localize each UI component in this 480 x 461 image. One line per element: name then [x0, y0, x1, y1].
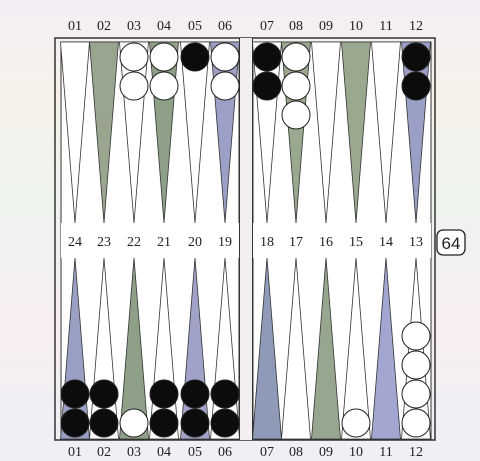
middle-number: 13 — [409, 235, 423, 250]
middle-band — [61, 223, 239, 258]
black-checker[interactable] — [150, 409, 178, 437]
white-checker[interactable] — [402, 351, 430, 379]
top-number: 04 — [157, 19, 171, 34]
middle-number: 17 — [289, 235, 303, 250]
bottom-number: 08 — [289, 445, 303, 460]
black-checker[interactable] — [402, 72, 430, 100]
bottom-number: 06 — [218, 445, 232, 460]
white-checker[interactable] — [211, 72, 239, 100]
black-checker[interactable] — [150, 380, 178, 408]
black-checker[interactable] — [211, 380, 239, 408]
black-checker[interactable] — [90, 409, 118, 437]
black-checker[interactable] — [181, 409, 209, 437]
white-checker[interactable] — [120, 409, 148, 437]
white-checker[interactable] — [211, 43, 239, 71]
top-number: 08 — [289, 19, 303, 34]
bottom-number: 03 — [127, 445, 141, 460]
middle-number: 16 — [319, 235, 333, 250]
bottom-number: 02 — [97, 445, 111, 460]
top-number: 09 — [319, 19, 333, 34]
top-number: 03 — [127, 19, 141, 34]
middle-number: 23 — [97, 235, 111, 250]
black-checker[interactable] — [253, 43, 281, 71]
white-checker[interactable] — [282, 72, 310, 100]
white-checker[interactable] — [402, 409, 430, 437]
white-checker[interactable] — [282, 101, 310, 129]
middle-number: 20 — [188, 235, 202, 250]
white-checker[interactable] — [150, 72, 178, 100]
bottom-number: 04 — [157, 445, 171, 460]
top-number: 06 — [218, 19, 232, 34]
top-number: 01 — [68, 19, 82, 34]
middle-number: 24 — [68, 235, 82, 250]
center-bar — [240, 38, 252, 440]
bottom-number: 12 — [409, 445, 423, 460]
bottom-number: 01 — [68, 445, 82, 460]
doubling-cube[interactable]: 64 — [437, 230, 465, 255]
black-checker[interactable] — [181, 380, 209, 408]
black-checker[interactable] — [61, 380, 89, 408]
bottom-number: 05 — [188, 445, 202, 460]
top-number: 11 — [379, 19, 392, 34]
middle-number: 18 — [260, 235, 274, 250]
black-checker[interactable] — [181, 43, 209, 71]
bottom-number: 07 — [260, 445, 274, 460]
top-numbers-row: 01 02 03 04 05 06 07 08 09 10 11 12 — [68, 19, 423, 34]
white-checker[interactable] — [120, 43, 148, 71]
top-number: 05 — [188, 19, 202, 34]
white-checker[interactable] — [342, 409, 370, 437]
white-checker[interactable] — [282, 43, 310, 71]
top-number: 12 — [409, 19, 423, 34]
middle-band — [253, 223, 431, 258]
top-number: 07 — [260, 19, 274, 34]
white-checker[interactable] — [402, 380, 430, 408]
top-number: 10 — [349, 19, 363, 34]
black-checker[interactable] — [211, 409, 239, 437]
black-checker[interactable] — [402, 43, 430, 71]
bottom-number: 09 — [319, 445, 333, 460]
black-checker[interactable] — [253, 72, 281, 100]
top-number: 02 — [97, 19, 111, 34]
bottom-number: 11 — [379, 445, 392, 460]
bottom-numbers-row: 01 02 03 04 05 06 07 08 09 10 11 12 — [68, 445, 423, 460]
middle-number: 21 — [157, 235, 171, 250]
middle-number: 15 — [349, 235, 363, 250]
middle-number: 19 — [218, 235, 232, 250]
black-checker[interactable] — [61, 409, 89, 437]
doubling-cube-value: 64 — [442, 234, 461, 253]
black-checker[interactable] — [90, 380, 118, 408]
white-checker[interactable] — [150, 43, 178, 71]
bottom-number: 10 — [349, 445, 363, 460]
white-checker[interactable] — [402, 322, 430, 350]
middle-number: 22 — [127, 235, 141, 250]
white-checker[interactable] — [120, 72, 148, 100]
middle-number: 14 — [379, 235, 393, 250]
